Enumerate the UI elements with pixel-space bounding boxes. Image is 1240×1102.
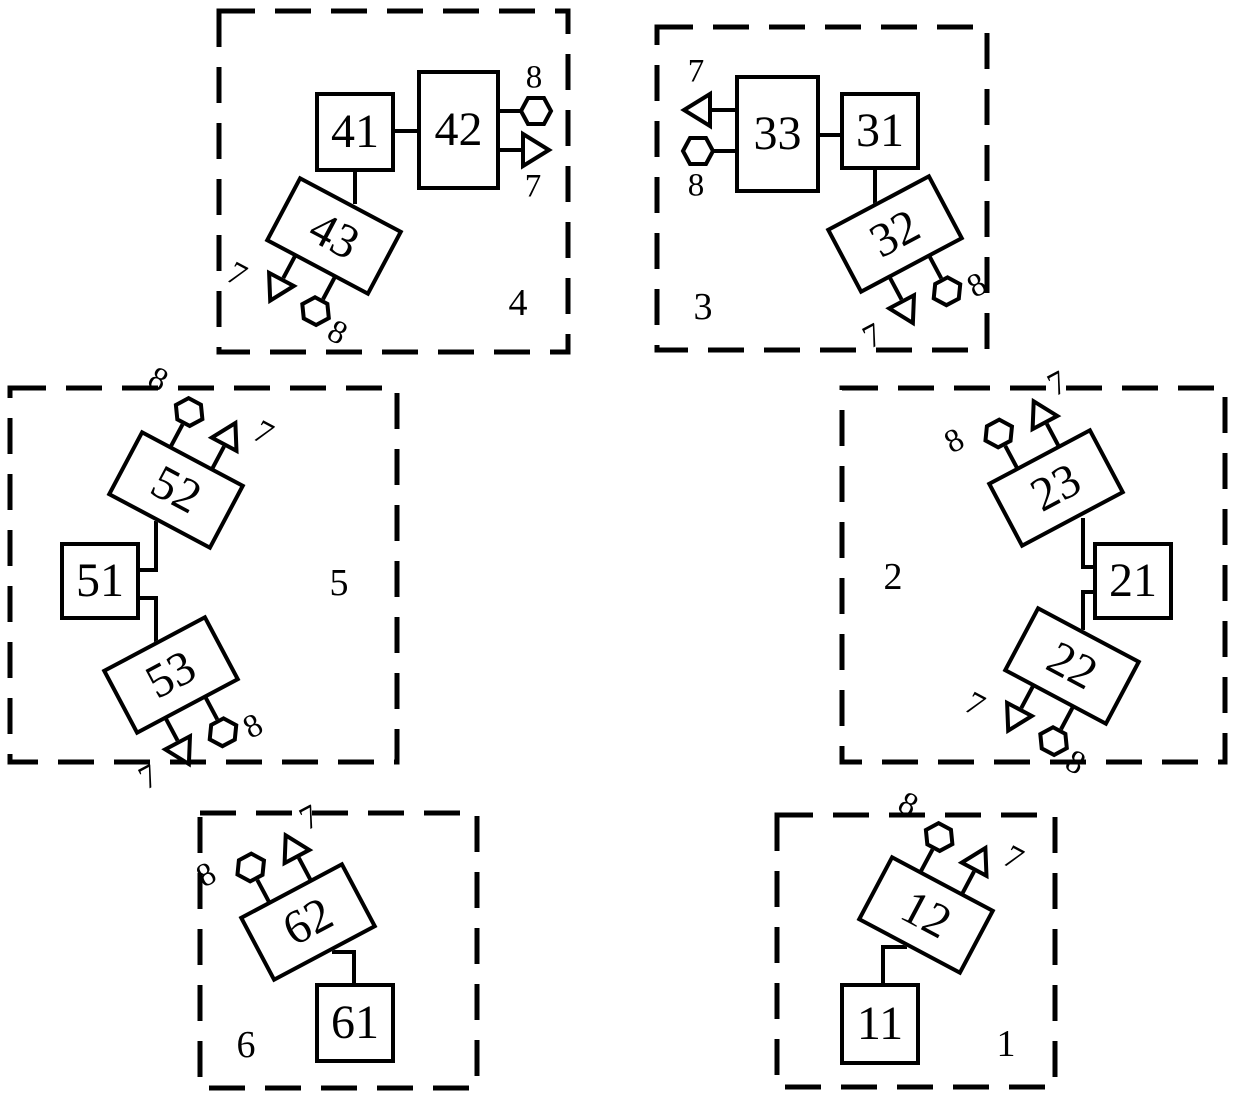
unit-52: 52 8 7 — [106, 360, 279, 551]
box-42: 42 — [417, 70, 500, 190]
box-33-label: 33 — [753, 107, 802, 160]
box-22-label: 22 — [1038, 630, 1106, 701]
hexagon-icon — [173, 395, 205, 429]
box-51-label: 51 — [76, 554, 124, 607]
box-21-label: 21 — [1109, 554, 1157, 607]
group-2-border — [839, 385, 1228, 765]
box-52-label: 52 — [142, 454, 210, 525]
group-1-label: 1 — [996, 1023, 1016, 1065]
hexagon-icon — [207, 716, 239, 749]
box-42-label: 42 — [434, 103, 483, 156]
unit-62: 62 8 7 — [191, 798, 378, 983]
unit-22: 22 7 8 — [959, 605, 1142, 783]
hexagon-8-label: 8 — [525, 59, 543, 96]
group-5-border — [7, 385, 400, 765]
group-1-border — [774, 812, 1058, 1090]
triangle-down-icon — [161, 732, 193, 768]
hexagon-icon — [300, 294, 331, 328]
group-5-label: 5 — [329, 562, 349, 604]
triangle-down-icon — [1004, 699, 1036, 735]
group-6-border — [197, 810, 480, 1091]
group-6-label: 6 — [236, 1024, 256, 1066]
connector-23-21 — [1081, 518, 1093, 569]
hexagon-icon — [931, 275, 963, 308]
connector-21-22 — [1081, 590, 1093, 630]
box-62-label: 62 — [274, 886, 342, 957]
box-11-label: 11 — [856, 997, 904, 1050]
hexagon-8-label: 8 — [687, 167, 705, 204]
box-31: 31 — [840, 92, 920, 170]
triangle-7-label: 7 — [524, 168, 542, 205]
unit-43: 43 7 8 — [221, 175, 404, 353]
group-4-label: 4 — [508, 282, 528, 324]
box-31-label: 31 — [856, 104, 904, 157]
hexagon-icon — [923, 820, 955, 854]
box-21: 21 — [1093, 542, 1173, 620]
hexagon-icon — [983, 417, 1015, 450]
unit-53: 53 7 8 — [101, 614, 269, 797]
hexagon-icon — [1038, 724, 1069, 758]
box-12-label: 12 — [892, 879, 960, 950]
triangle-right-icon — [521, 130, 553, 170]
triangle-up-icon — [957, 844, 989, 880]
triangle-left-icon — [680, 90, 712, 130]
group-2-label: 2 — [883, 556, 903, 598]
box-41-label: 41 — [331, 105, 379, 158]
triangle-down-icon — [885, 291, 917, 327]
box-32-label: 32 — [861, 198, 929, 269]
hexagon-icon — [235, 851, 267, 884]
triangle-7-label: 7 — [687, 53, 705, 90]
box-33: 33 — [735, 75, 820, 193]
box-53-label: 53 — [137, 639, 205, 710]
box-61: 61 — [315, 983, 395, 1063]
triangle-down-icon — [266, 269, 298, 305]
hexagon-icon — [518, 96, 554, 126]
connector-12-11 — [881, 945, 907, 984]
group-3-label: 3 — [693, 286, 713, 328]
group-4-border — [216, 8, 571, 355]
hexagon-icon — [680, 136, 716, 166]
connector-51-53 — [140, 596, 158, 642]
group-3-border — [654, 24, 990, 353]
box-61-label: 61 — [331, 996, 379, 1049]
triangle-up-icon — [282, 831, 314, 867]
box-23-label: 23 — [1022, 452, 1090, 523]
box-11: 11 — [840, 983, 920, 1065]
unit-32: 32 7 8 — [825, 173, 993, 356]
box-43-label: 43 — [300, 200, 368, 271]
box-41: 41 — [315, 92, 395, 172]
connector-52-51 — [140, 521, 158, 572]
triangle-up-icon — [207, 419, 239, 455]
box-51: 51 — [60, 542, 140, 620]
connector-62-61 — [332, 950, 356, 984]
triangle-up-icon — [1030, 397, 1062, 433]
unit-23: 23 8 7 — [939, 364, 1126, 549]
unit-12: 12 8 7 — [856, 785, 1029, 976]
